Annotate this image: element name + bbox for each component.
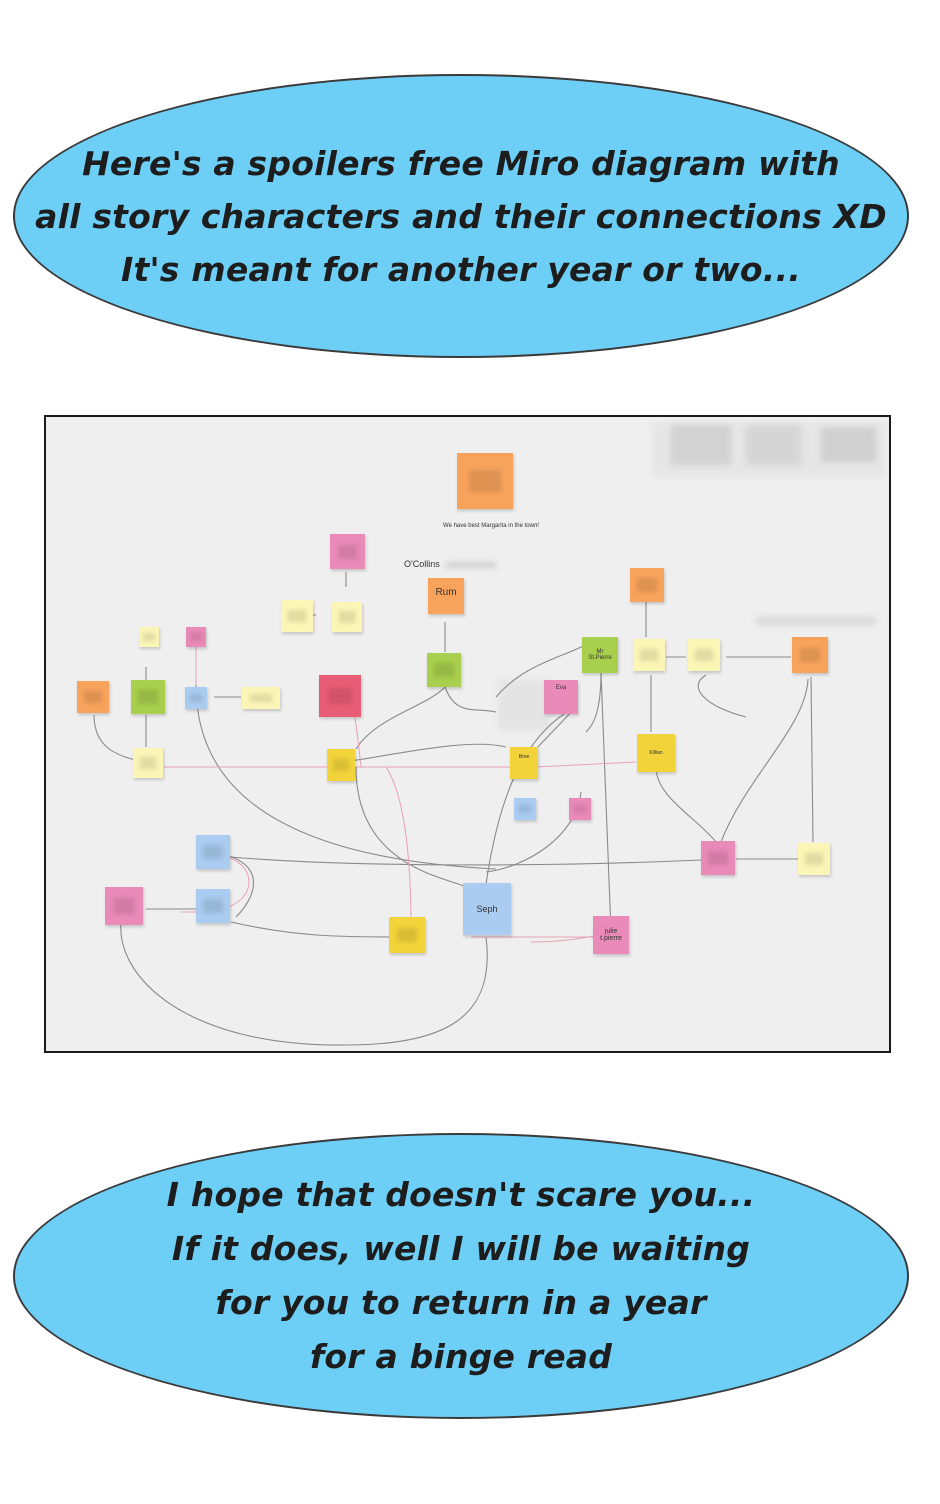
mr-stpierre-label: Mr St.Pierre [588, 649, 612, 661]
connector [600, 671, 612, 933]
connection-lines [93, 572, 814, 1046]
sticky-note-yellow [327, 749, 355, 781]
connector [585, 671, 602, 733]
sticky-note-orange [792, 637, 828, 673]
sticky-note-green [427, 653, 461, 687]
eva-label: Eva [555, 685, 567, 691]
killian-label: Killian [649, 750, 663, 756]
bubble-bottom-line-4: for a binge read [309, 1337, 613, 1376]
sticky-note-light-yellow [332, 602, 362, 632]
sticky-note-pink [330, 534, 365, 569]
ocollins-label: O'Collins [404, 559, 440, 569]
sticky-note-green [131, 680, 165, 714]
sticky-note-blue [196, 835, 230, 869]
relationship-line [535, 761, 637, 768]
sticky-note-red [319, 675, 361, 717]
speech-bubble-top: Here's a spoilers free Miro diagram with… [13, 74, 909, 358]
blurred-panel-block [671, 425, 731, 465]
sticky-note-orange [630, 568, 664, 602]
sticky-note-orange [77, 681, 109, 713]
connector [535, 706, 577, 750]
relationship-line [530, 934, 602, 943]
sticky-note-light-yellow [798, 843, 830, 875]
bubble-bottom-text: I hope that doesn't scare you... If it d… [167, 1168, 756, 1384]
blurred-panel-block [746, 425, 801, 465]
sticky-note-rum: Rum [428, 578, 464, 614]
bubble-bottom-line-3: for you to return in a year [215, 1283, 707, 1322]
sticky-note-eva: Eva [544, 680, 578, 714]
sticky-note-killian: Killian [637, 734, 675, 772]
connector [355, 686, 446, 750]
sticky-note-pink [569, 798, 591, 820]
sticky-note-light-yellow [139, 627, 159, 647]
blurred-image [498, 679, 550, 731]
connector [230, 856, 702, 866]
sticky-note-julie: julie t.pierre [593, 916, 629, 954]
sticky-note-light-yellow [281, 600, 313, 632]
bubble-top-text: Here's a spoilers free Miro diagram with… [35, 137, 887, 296]
blurred-label [756, 617, 876, 625]
connector [230, 921, 392, 938]
sticky-note-blue [514, 798, 536, 820]
connector [485, 706, 577, 885]
bubble-top-line-3: It's meant for another year or two... [120, 249, 802, 289]
connector [195, 684, 497, 870]
sticky-note-orange [457, 453, 513, 509]
miro-board: We have best Margarita in the town! O'Co… [44, 415, 891, 1053]
sticky-note-yellow [389, 917, 425, 953]
sticky-note-pink [701, 841, 735, 875]
blurred-panel-block [821, 427, 876, 462]
sticky-note-seph: Seph [463, 883, 511, 935]
rum-label: Rum [435, 586, 457, 598]
connector [720, 678, 809, 843]
connector [810, 676, 814, 843]
bubble-bottom-line-1: I hope that doesn't scare you... [166, 1175, 756, 1214]
connector [655, 766, 717, 843]
relationship-line [227, 856, 250, 908]
sticky-note-blue [196, 889, 230, 923]
sticky-note-light-yellow [133, 748, 163, 778]
bree-label: Bree [518, 754, 530, 760]
blurred-label [446, 562, 496, 568]
board-caption: We have best Margarita in the town! [443, 523, 539, 529]
connector [697, 674, 747, 718]
sticky-note-bree: Bree [510, 747, 538, 779]
sticky-note-light-yellow [242, 687, 280, 709]
speech-bubble-bottom: I hope that doesn't scare you... If it d… [13, 1133, 909, 1419]
julie-label: julie t.pierre [600, 928, 622, 942]
sticky-note-mr-stpierre: Mr St.Pierre [582, 637, 618, 673]
sticky-note-pink [105, 887, 143, 925]
sticky-note-light-yellow [633, 639, 665, 671]
bubble-top-line-1: Here's a spoilers free Miro diagram with [82, 143, 840, 183]
sticky-note-pink [186, 627, 206, 647]
relationship-line [385, 766, 412, 928]
seph-label: Seph [476, 904, 498, 914]
bubble-bottom-line-2: If it does, well I will be waiting [171, 1229, 751, 1268]
sticky-note-light-yellow [688, 639, 720, 671]
sticky-note-blue [185, 687, 207, 709]
bubble-top-line-2: all story characters and their connectio… [35, 196, 887, 236]
connector [120, 921, 488, 1046]
connector [444, 686, 497, 713]
connector [341, 743, 507, 763]
connector [225, 854, 254, 918]
connector [355, 766, 467, 888]
